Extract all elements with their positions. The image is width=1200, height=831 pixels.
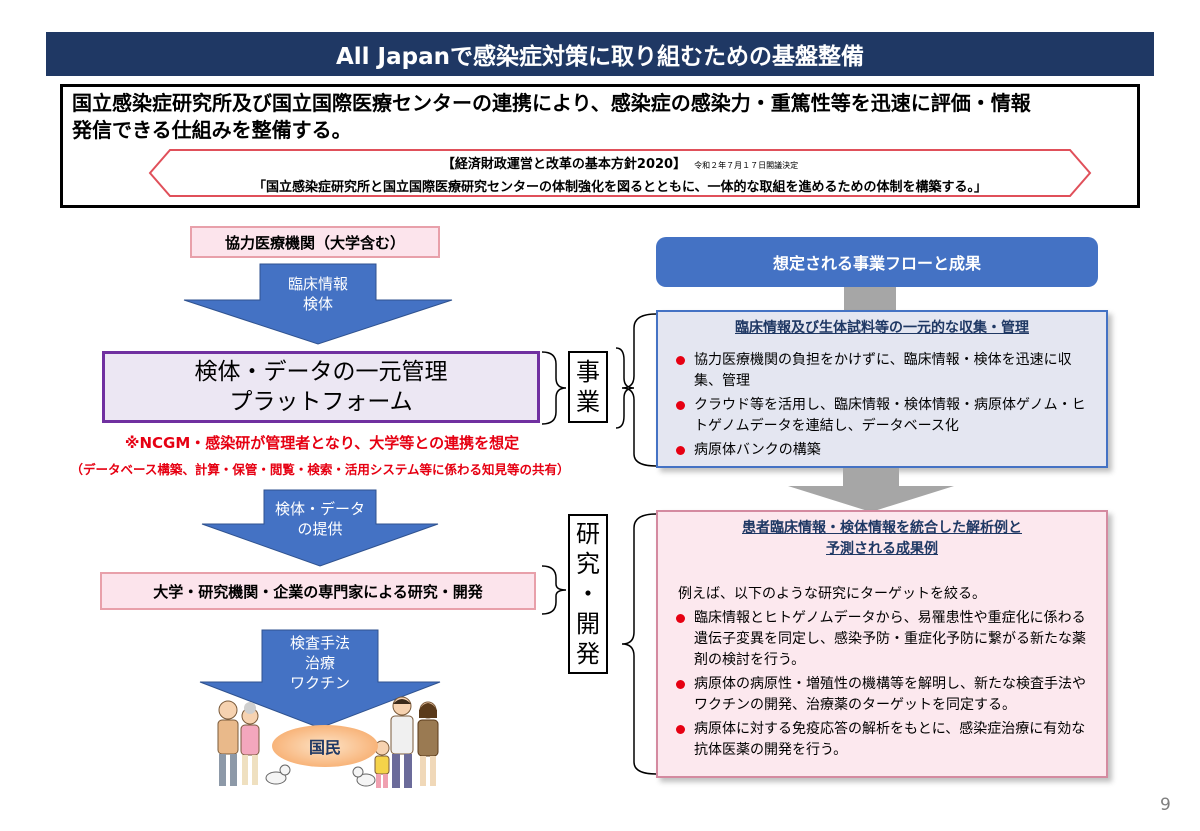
platform-line-2: プラットフォーム xyxy=(229,389,413,415)
grandfather-figure xyxy=(217,700,239,786)
business-flow-header: 想定される事業フローと成果 xyxy=(656,237,1098,287)
dog-figure-right xyxy=(352,766,376,787)
grey-arrow-top xyxy=(844,287,896,313)
research-development-box: 大学・研究機関・企業の専門家による研究・開発 xyxy=(100,572,536,610)
arrow-2-line-1: 検体・データ xyxy=(274,500,365,518)
arrow-2-label: 検体・データ の提供 xyxy=(264,499,376,539)
analysis-bullet-2: 病原体の病原性・増殖性の機構等を解明し、新たな検査手法やワクチンの開発、治療薬の… xyxy=(676,674,1096,716)
collection-panel-title: 臨床情報及び生体試料等の一元的な収集・管理 xyxy=(735,320,1029,336)
analysis-panel-title: 患者臨床情報・検体情報を統合した解析例と 予測される成果例 xyxy=(658,518,1106,560)
collection-bullets: 協力医療機関の負担をかけずに、臨床情報・検体を迅速に収集、管理 クラウド等を活用… xyxy=(676,350,1096,464)
business-label: 事 業 xyxy=(568,351,608,423)
arrow-3-line-1: 検査手法 xyxy=(289,634,350,652)
analysis-title-line-2: 予測される成果例 xyxy=(826,541,938,557)
jigyo-brackets xyxy=(541,347,635,429)
analysis-bullet-3: 病原体に対する免疫応答の解析をもとに、感染症治療に有効な抗体医薬の開発を行う。 xyxy=(676,719,1096,761)
arrow-3-label: 検査手法 治療 ワクチン xyxy=(262,633,378,693)
research-label-char-3: ・ xyxy=(576,580,600,608)
panel2-bracket xyxy=(621,513,657,775)
analysis-bullet-1: 臨床情報とヒトゲノムデータから、易罹患性や重症化に係わる遺伝子変異を同定し、感染… xyxy=(676,608,1096,671)
arrow-3-line-3: ワクチン xyxy=(289,674,350,692)
arrow-down-2 xyxy=(201,489,439,567)
policy-quote: 「国立感染症研究所と国立国際医療研究センターの体制強化を図るとともに、一体的な取… xyxy=(252,180,988,195)
research-brackets xyxy=(541,565,567,615)
page-number: 9 xyxy=(1160,795,1171,815)
arrow-1-label: 臨床情報 検体 xyxy=(260,274,376,314)
arrow-down-1 xyxy=(183,263,453,345)
people-illustration xyxy=(217,696,439,788)
collection-bullet-2: クラウド等を活用し、臨床情報・検体情報・病原体ゲノム・ヒトゲノムデータを連結し、… xyxy=(676,395,1096,437)
research-label-char-4: 開 xyxy=(576,610,600,638)
arrow-3-line-2: 治療 xyxy=(304,654,335,672)
analysis-intro: 例えば、以下のような研究にターゲットを絞る。 xyxy=(678,586,986,602)
knowledge-sharing-note: （データベース構築、計算・保管・閲覧・検索・活用システム等に係わる知見等の共有） xyxy=(70,462,570,477)
policy-title: 【経済財政運営と改革の基本方針2020】 xyxy=(441,157,687,172)
platform-line-1: 検体・データの一元管理 xyxy=(194,359,448,385)
summary-line-2: 発信できる仕組みを整備する。 xyxy=(72,118,352,142)
collection-bullet-1: 協力医療機関の負担をかけずに、臨床情報・検体を迅速に収集、管理 xyxy=(676,350,1096,392)
research-label: 研 究 ・ 開 発 xyxy=(568,514,608,674)
grey-arrow-middle xyxy=(788,468,954,512)
policy-hexagon xyxy=(148,149,1092,197)
research-label-char-1: 研 xyxy=(576,520,600,548)
child-figure xyxy=(374,740,390,788)
collection-bullet-3: 病原体バンクの構築 xyxy=(676,440,1096,461)
management-note: ※NCGM・感染研が管理者となり、大学等との連携を想定 xyxy=(124,434,520,452)
page-title: All Japanで感染症対策に取り組むための基盤整備 xyxy=(46,32,1154,76)
father-figure xyxy=(390,696,414,788)
collection-panel: 臨床情報及び生体試料等の一元的な収集・管理 協力医療機関の負担をかけずに、臨床情… xyxy=(656,310,1108,468)
grandmother-figure xyxy=(240,702,260,785)
business-label-char-2: 業 xyxy=(576,388,600,416)
summary-text: 国立感染症研究所及び国立国際医療センターの連携により、感染症の感染力・重篤性等を… xyxy=(72,90,1132,144)
analysis-title-line-1: 患者臨床情報・検体情報を統合した解析例と xyxy=(742,520,1022,536)
mother-figure xyxy=(417,701,439,786)
dog-figure-left xyxy=(265,764,291,785)
research-label-char-5: 発 xyxy=(576,640,600,668)
arrow-1-line-1: 臨床情報 xyxy=(287,275,348,293)
policy-date: 令和２年７月１７日閣議決定 xyxy=(694,161,799,170)
panel1-bracket xyxy=(621,313,657,467)
analysis-bullets: 臨床情報とヒトゲノムデータから、易罹患性や重症化に係わる遺伝子変異を同定し、感染… xyxy=(676,608,1096,764)
business-label-char-1: 事 xyxy=(576,358,600,386)
cooperating-institution-box: 協力医療機関（大学含む） xyxy=(190,226,440,258)
analysis-panel: 患者臨床情報・検体情報を統合した解析例と 予測される成果例 例えば、以下のような… xyxy=(656,510,1108,778)
arrow-2-line-2: の提供 xyxy=(297,520,343,538)
arrow-down-3 xyxy=(199,629,441,729)
platform-box: 検体・データの一元管理 プラットフォーム xyxy=(102,351,540,423)
policy-title-line: 【経済財政運営と改革の基本方針2020】令和２年７月１７日閣議決定 xyxy=(140,153,1100,172)
research-label-char-2: 究 xyxy=(576,550,600,578)
summary-line-1: 国立感染症研究所及び国立国際医療センターの連携により、感染症の感染力・重篤性等を… xyxy=(72,91,1031,115)
arrow-1-line-2: 検体 xyxy=(302,295,333,313)
citizens-bubble: 国民 xyxy=(272,725,378,767)
